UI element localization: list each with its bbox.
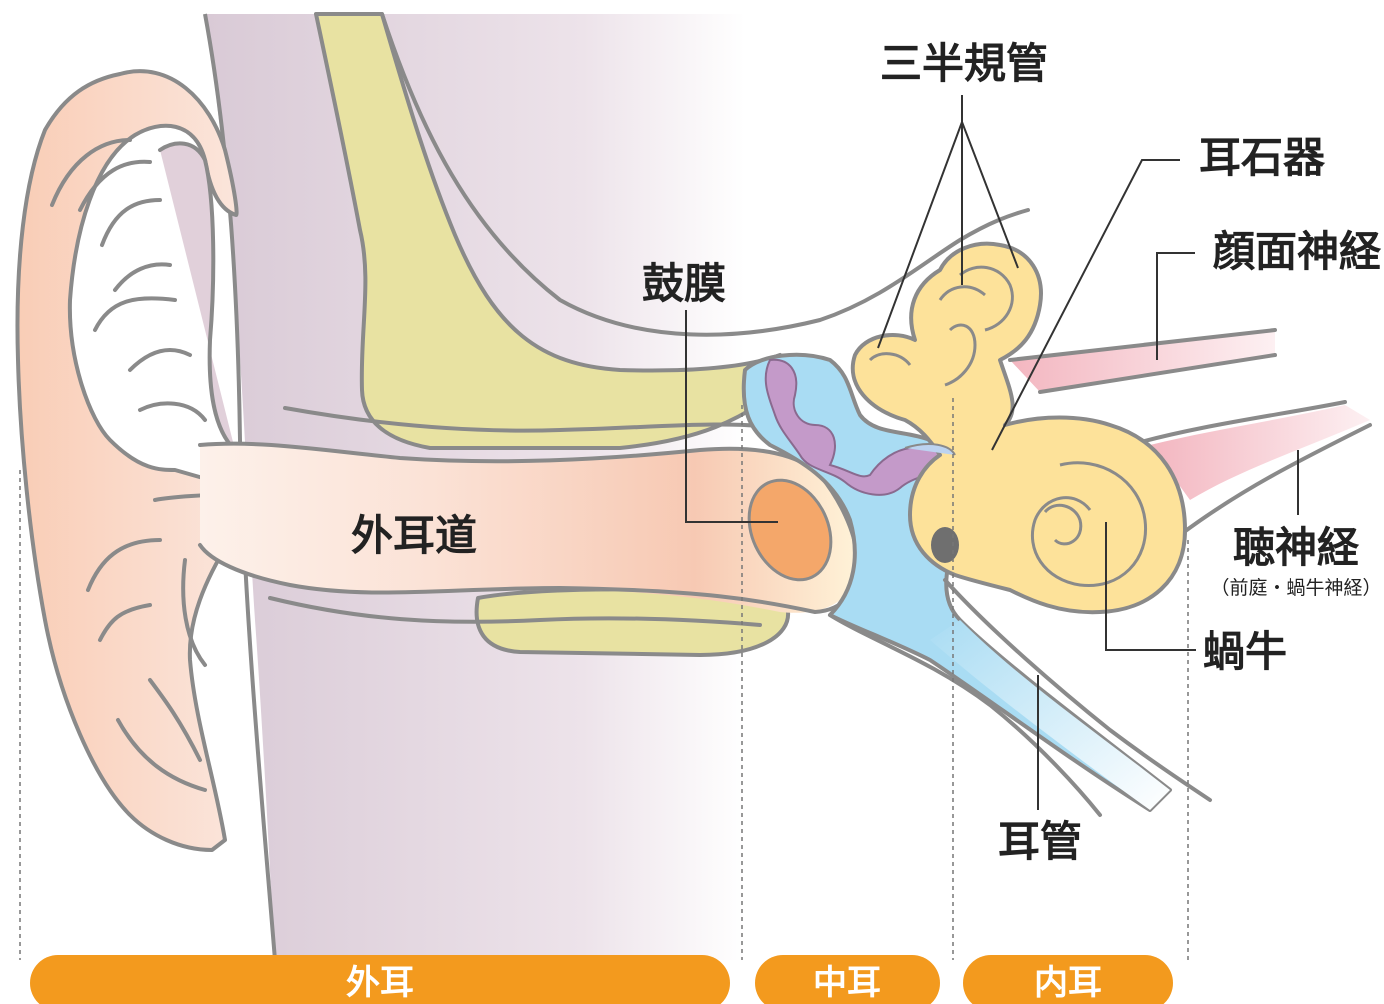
label-cochlea: 蝸牛 xyxy=(1203,627,1287,676)
label-auditory-nerve: 聴神経 xyxy=(1233,523,1360,572)
label-auditory-nerve-note: （前庭・蝸牛神経） xyxy=(1210,577,1381,599)
label-eardrum: 鼓膜 xyxy=(642,259,726,308)
label-otolith: 耳石器 xyxy=(1199,133,1326,182)
label-eustachian-tube: 耳管 xyxy=(998,817,1082,866)
round-window xyxy=(931,527,959,563)
section-inner-ear-label: 内耳 xyxy=(1034,963,1102,1003)
section-middle-ear: 中耳 xyxy=(755,955,940,1004)
label-ear-canal: 外耳道 xyxy=(351,511,477,560)
section-outer-ear: 外耳 xyxy=(30,955,730,1004)
section-outer-ear-label: 外耳 xyxy=(346,963,414,1003)
section-middle-ear-label: 中耳 xyxy=(813,963,881,1003)
label-facial-nerve: 顔面神経 xyxy=(1213,227,1382,276)
section-inner-ear: 内耳 xyxy=(963,955,1173,1004)
label-semicircular-canals: 三半規管 xyxy=(880,39,1048,88)
